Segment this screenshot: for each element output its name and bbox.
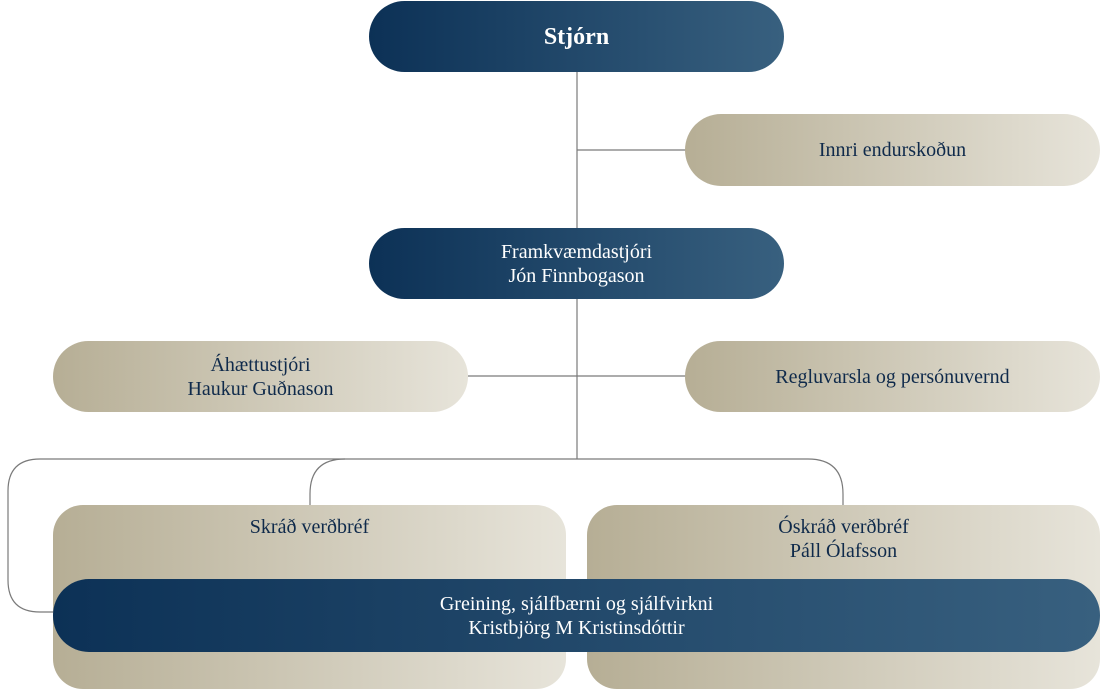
board-label: Stjórn <box>543 23 610 50</box>
ceo-title: Framkvæmdastjóri <box>500 240 653 263</box>
internal-audit-node[interactable]: Innri endurskoðun <box>685 114 1100 186</box>
analysis-name: Kristbjörg M Kristinsdóttir <box>468 616 685 639</box>
ceo-node[interactable]: Framkvæmdastjóri Jón Finnbogason <box>369 228 784 299</box>
compliance-node[interactable]: Regluvarsla og persónuvernd <box>685 341 1100 412</box>
connector-bus <box>40 458 844 505</box>
analysis-node[interactable]: Greining, sjálfbærni og sjálfvirkni Kris… <box>53 579 1100 652</box>
connector-listed <box>309 458 346 505</box>
connector-analysis <box>7 458 56 613</box>
unlisted-name: Páll Ólafsson <box>789 540 898 562</box>
risk-name: Haukur Guðnason <box>187 377 334 400</box>
unlisted-title: Óskráð verðbréf <box>778 516 909 538</box>
internal-audit-label: Innri endurskoðun <box>818 139 967 161</box>
analysis-title: Greining, sjálfbærni og sjálfvirkni <box>439 592 714 615</box>
compliance-label: Regluvarsla og persónuvernd <box>775 365 1010 388</box>
risk-node[interactable]: Áhættustjóri Haukur Guðnason <box>53 341 468 412</box>
listed-label: Skráð verðbréf <box>249 516 370 538</box>
board-node[interactable]: Stjórn <box>369 1 784 72</box>
risk-title: Áhættustjóri <box>210 353 311 376</box>
ceo-name: Jón Finnbogason <box>508 264 645 287</box>
